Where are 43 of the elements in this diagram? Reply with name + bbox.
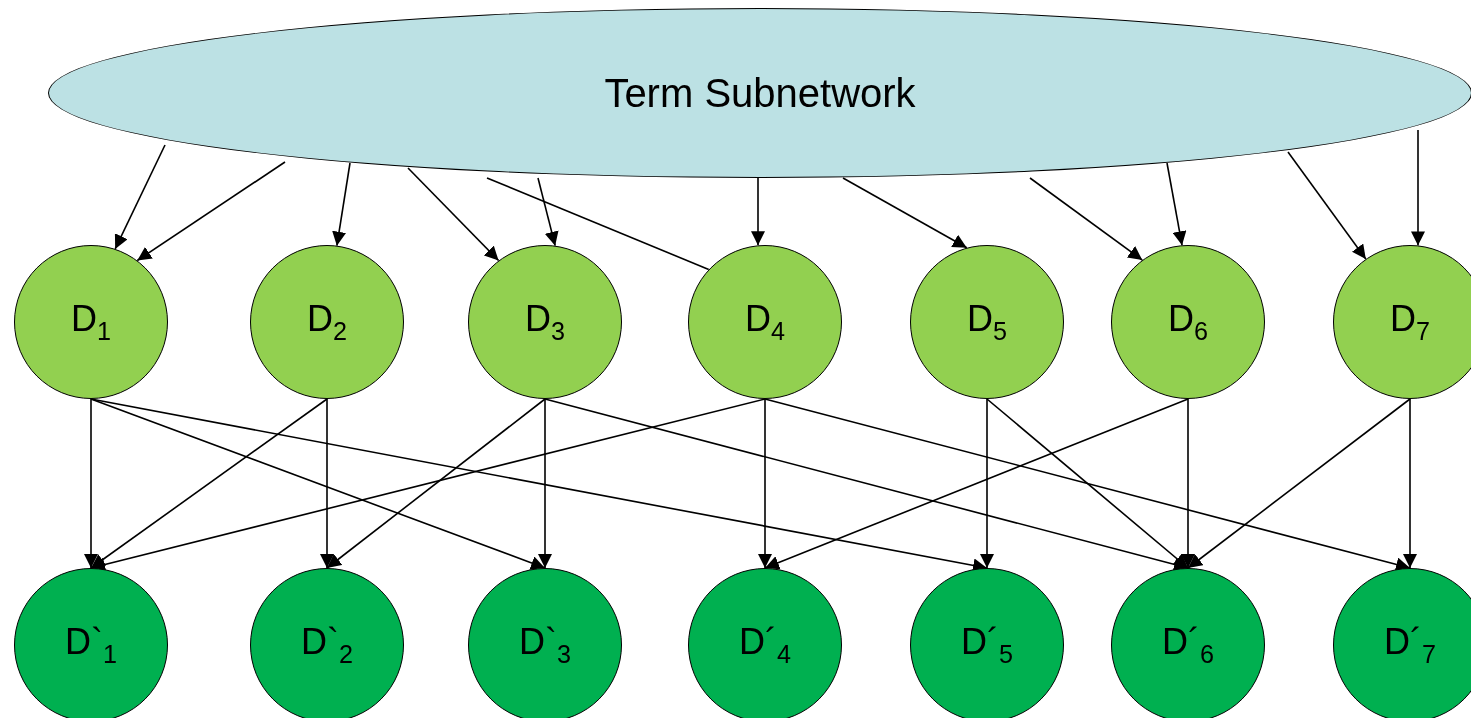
arrow (90, 398, 766, 572)
node-label: D$_{2}$ (307, 298, 347, 346)
node-label: D´$_{5}$ (961, 621, 1013, 669)
arrow (764, 398, 1411, 572)
node-label: D´$_{6}$ (1162, 621, 1214, 669)
node-label: D$_{7}$ (1390, 298, 1430, 346)
arrow (1181, 398, 1195, 569)
arrow (1166, 162, 1187, 247)
arrow (758, 398, 772, 569)
arrow (538, 398, 552, 569)
arrow (980, 398, 994, 569)
node-label: Term Subnetwork (604, 70, 916, 116)
arrow (751, 177, 765, 247)
arrow (90, 398, 546, 570)
arrow (537, 177, 559, 247)
arrow (764, 398, 1189, 570)
node-label: D`$_{3}$ (519, 621, 571, 669)
arrow (136, 161, 286, 262)
node-label: D´$_{7}$ (1384, 621, 1436, 669)
node-label: D`$_{1}$ (65, 621, 117, 669)
node-label: D$_{5}$ (967, 298, 1007, 346)
arrow (84, 398, 98, 569)
node-label: D$_{4}$ (745, 298, 785, 346)
arrow (320, 398, 334, 569)
arrow (114, 144, 166, 250)
arrow (1411, 129, 1425, 247)
node-label: D´$_{4}$ (739, 621, 791, 669)
arrow (407, 167, 500, 262)
arrow (842, 177, 968, 249)
arrow (90, 398, 328, 569)
arrow (326, 398, 546, 569)
arrow (1029, 177, 1144, 261)
node-label: D$_{1}$ (71, 298, 111, 346)
connector-line (486, 177, 710, 271)
node-label: D$_{6}$ (1168, 298, 1208, 346)
arrow (986, 398, 1189, 569)
node-label: D`$_{2}$ (301, 621, 353, 669)
node-label: D$_{3}$ (525, 298, 565, 346)
arrow (1287, 151, 1367, 260)
arrow (1187, 398, 1411, 569)
arrow (544, 398, 1189, 572)
arrow (332, 162, 351, 247)
arrow (1403, 398, 1417, 569)
